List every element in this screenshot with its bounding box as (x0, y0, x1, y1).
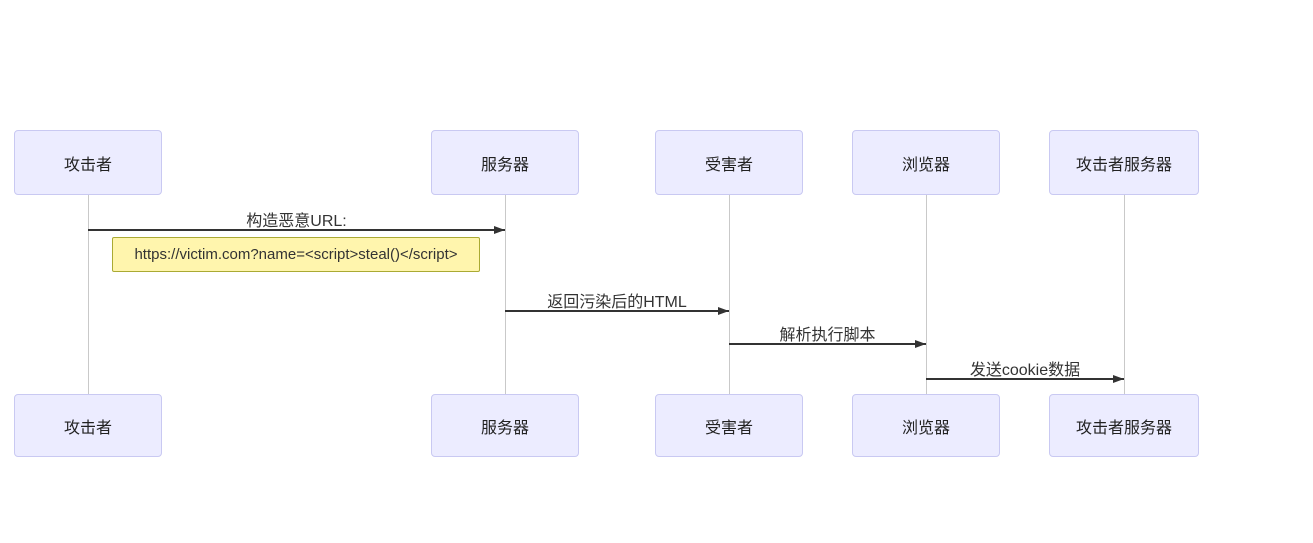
actor-bottom-browser: 浏览器 (852, 394, 1000, 457)
lifeline-browser (925, 195, 927, 394)
actor-label: 攻击者 (63, 156, 112, 174)
actor-top-attacker-server: 攻击者服务器 (1049, 130, 1199, 195)
actor-label: 浏览器 (901, 419, 950, 437)
actor-label: 服务器 (480, 156, 529, 174)
actor-top-victim: 受害者 (655, 130, 803, 195)
actor-bottom-attacker-server: 攻击者服务器 (1049, 394, 1199, 457)
note-label: https://victim.com?name=<script>steal()<… (134, 246, 458, 263)
actor-label: 攻击者服务器 (1075, 419, 1172, 437)
message-label-3: 解析执行脚本 (779, 327, 876, 344)
message-label-1: 构造恶意URL: (246, 213, 347, 230)
actor-bottom-victim: 受害者 (655, 394, 803, 457)
message-line-4 (926, 378, 1124, 380)
lifeline-attacker-server (1123, 195, 1125, 394)
actor-label: 受害者 (704, 419, 753, 437)
message-label-2: 返回污染后的HTML (547, 294, 687, 311)
note-malicious-url: https://victim.com?name=<script>steal()<… (112, 237, 480, 272)
lifeline-victim (728, 195, 730, 394)
actor-label: 服务器 (480, 419, 529, 437)
actor-bottom-attacker: 攻击者 (14, 394, 162, 457)
lifeline-server (504, 195, 506, 394)
actor-label: 浏览器 (901, 156, 950, 174)
message-arrowhead-4 (1113, 374, 1124, 383)
actor-top-browser: 浏览器 (852, 130, 1000, 195)
message-arrowhead-3 (915, 339, 926, 348)
actor-label: 攻击者 (63, 419, 112, 437)
actor-bottom-server: 服务器 (431, 394, 579, 457)
message-line-2 (505, 310, 729, 312)
message-label-4: 发送cookie数据 (969, 362, 1081, 379)
message-line-1 (88, 229, 505, 231)
actor-top-attacker: 攻击者 (14, 130, 162, 195)
actor-label: 受害者 (704, 156, 753, 174)
message-arrowhead-1 (494, 225, 505, 234)
actor-label: 攻击者服务器 (1075, 156, 1172, 174)
lifeline-attacker (87, 195, 89, 394)
actor-top-server: 服务器 (431, 130, 579, 195)
message-arrowhead-2 (718, 306, 729, 315)
message-line-3 (729, 343, 926, 345)
